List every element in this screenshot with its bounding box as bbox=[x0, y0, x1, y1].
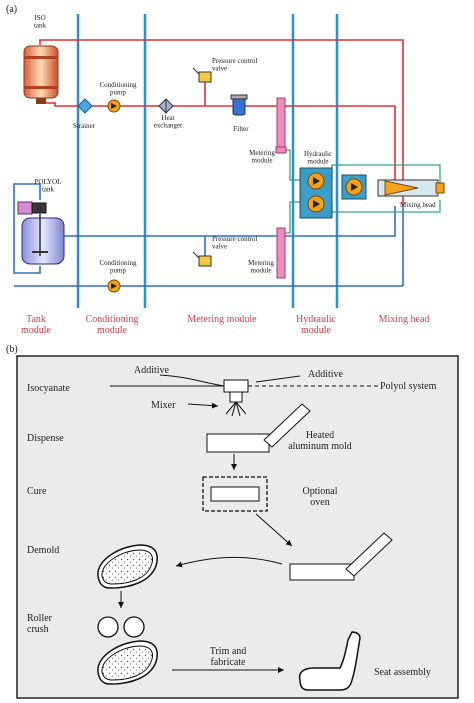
mixing-head-label: Mixing head bbox=[400, 201, 436, 209]
conditioning-pump-top-icon bbox=[107, 99, 121, 113]
pcv-top-icon bbox=[192, 67, 212, 83]
oven-icon bbox=[202, 476, 268, 512]
mixing-head bbox=[377, 179, 445, 197]
module-dividers bbox=[76, 14, 339, 308]
panel-b-label: (b) bbox=[6, 344, 18, 355]
strainer-icon bbox=[77, 98, 93, 114]
filter-icon bbox=[230, 94, 248, 116]
heated-mold-icon bbox=[206, 403, 311, 453]
open-mold-icon bbox=[289, 532, 393, 581]
motor-label: M bbox=[36, 207, 42, 213]
mixer-label: Mixer bbox=[151, 400, 176, 411]
panel-a-label: (a) bbox=[6, 4, 17, 15]
pcv-bottom-icon bbox=[192, 251, 212, 267]
iso-tank bbox=[23, 45, 59, 104]
demold-arrow bbox=[175, 556, 283, 568]
polyol-lines bbox=[13, 183, 404, 287]
mixer-icon bbox=[223, 379, 249, 417]
heat-exchanger-icon bbox=[158, 98, 174, 114]
seat-assembly-label: Seat assembly bbox=[374, 667, 431, 678]
mixing-head-pump bbox=[341, 174, 367, 200]
rollers-icon bbox=[97, 616, 145, 638]
mixer-arrow bbox=[187, 402, 219, 409]
foam-pad-icon bbox=[97, 544, 158, 589]
polyol-system-label: Polyol system bbox=[380, 381, 437, 392]
crushed-foam-icon bbox=[97, 640, 158, 685]
additive-left-label: Additive bbox=[134, 365, 170, 376]
seat-icon bbox=[298, 631, 361, 691]
step-isocyanate: Isocyanate bbox=[27, 383, 70, 394]
module-label-metering: Metering module bbox=[187, 314, 257, 325]
module-label-mixing: Mixing head bbox=[379, 314, 430, 325]
metering-module-bottom bbox=[276, 227, 286, 279]
filter-label: Filter bbox=[233, 125, 249, 133]
additive-right-label: Additive bbox=[308, 369, 344, 380]
step-demold: Demold bbox=[27, 545, 59, 556]
step-cure: Cure bbox=[27, 486, 47, 497]
conditioning-pump-bottom-icon bbox=[107, 279, 121, 293]
hydraulic-module bbox=[299, 167, 333, 219]
panel-b-box bbox=[16, 355, 459, 699]
strainer-label: Strainer bbox=[73, 122, 96, 130]
cure-arrow bbox=[255, 513, 293, 547]
metering-module-top bbox=[275, 97, 287, 154]
polyol-tank bbox=[17, 201, 65, 265]
feed-lines bbox=[110, 374, 378, 387]
step-dispense: Dispense bbox=[27, 433, 64, 444]
